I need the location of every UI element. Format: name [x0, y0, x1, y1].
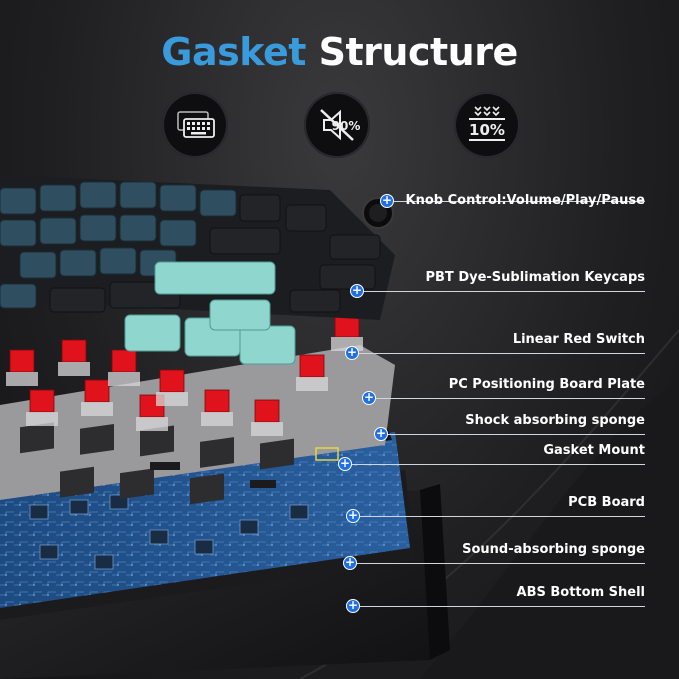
leader-line [351, 353, 645, 354]
callout-bottom-shell: ABS Bottom Shell [516, 585, 645, 600]
marker-knob: + [380, 193, 394, 208]
marker-switch: + [345, 345, 359, 360]
callout-keycaps: PBT Dye-Sublimation Keycaps [425, 270, 645, 285]
leader-line [386, 201, 645, 202]
noise-badge: 90% [304, 92, 370, 158]
leader-line [368, 398, 645, 399]
leader-line [344, 464, 645, 465]
noise-reduction-value: 90% [332, 119, 361, 133]
compression-value: 10% [469, 121, 505, 139]
compression-icon: 10% [469, 106, 505, 141]
callout-pcb: PCB Board [568, 495, 645, 510]
marker-pcb: + [346, 508, 360, 523]
compression-badge: 10% [454, 92, 520, 158]
callout-sound-sponge: Sound-absorbing sponge [462, 542, 645, 557]
keyboard-icon [177, 111, 215, 138]
title-rest: Structure [318, 30, 519, 74]
leader-line [349, 563, 645, 564]
keyboard-badge [162, 92, 228, 158]
marker-gasket: + [338, 456, 352, 471]
marker-plate: + [362, 390, 376, 405]
marker-sound-sponge: + [343, 555, 357, 570]
marker-bottom-shell: + [346, 598, 360, 613]
callout-shock-sponge: Shock absorbing sponge [465, 413, 645, 428]
callout-switch: Linear Red Switch [512, 332, 645, 347]
marker-shock-sponge: + [374, 426, 388, 441]
callout-plate: PC Positioning Board Plate [448, 377, 645, 392]
noise-reduction-icon: 90% [320, 109, 361, 141]
page-title: Gasket Structure [0, 30, 679, 74]
callout-gasket: Gasket Mount [543, 443, 645, 458]
marker-keycaps: + [350, 283, 364, 298]
leader-line [352, 606, 645, 607]
title-accent: Gasket [161, 30, 306, 74]
leader-line [356, 291, 645, 292]
leader-line [352, 516, 645, 517]
leader-line [380, 434, 645, 435]
callout-knob: Knob Control:Volume/Play/Pause [405, 193, 645, 208]
